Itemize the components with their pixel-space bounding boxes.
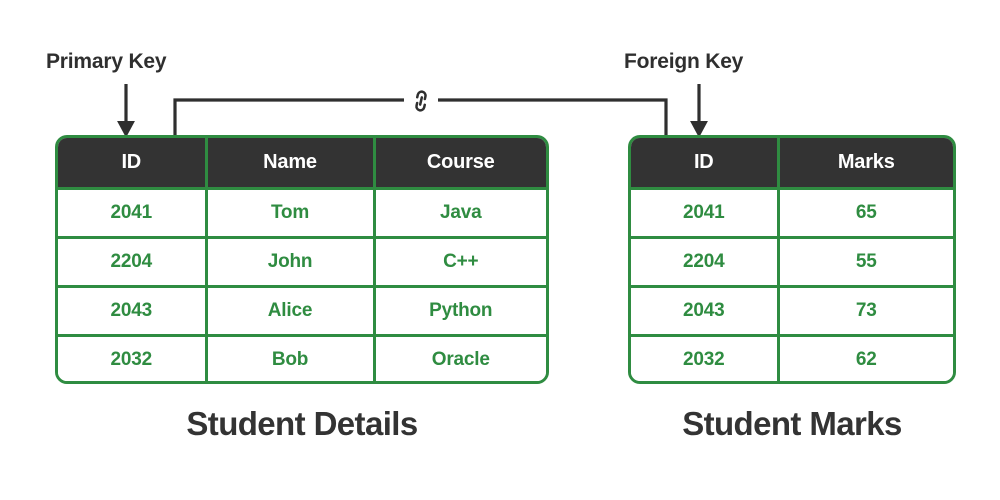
cell-id: 2043	[58, 286, 208, 337]
cell-id: 2032	[58, 335, 208, 381]
table-row: 2204 55	[631, 237, 953, 288]
table-header-row: ID Marks	[631, 138, 953, 190]
cell-id: 2041	[631, 188, 780, 239]
column-header-marks: Marks	[778, 138, 953, 190]
student-details-grid: ID Name Course 2041 Tom Java 2204 John C…	[58, 138, 546, 381]
cell-name: John	[206, 237, 376, 288]
table-row: 2041 Tom Java	[58, 188, 546, 239]
cell-course: Java	[374, 188, 546, 239]
column-header-course: Course	[374, 138, 546, 190]
student-marks-grid: ID Marks 2041 65 2204 55 2043 73 2	[631, 138, 953, 381]
cell-marks: 65	[778, 188, 953, 239]
cell-id: 2204	[631, 237, 780, 288]
cell-marks: 73	[778, 286, 953, 337]
cell-id: 2204	[58, 237, 208, 288]
table-row: 2041 65	[631, 188, 953, 239]
cell-name: Alice	[206, 286, 376, 337]
table-row: 2032 62	[631, 335, 953, 381]
foreign-key-label: Foreign Key	[624, 50, 744, 73]
cell-id: 2032	[631, 335, 780, 381]
cell-id: 2041	[58, 188, 208, 239]
column-header-id: ID	[58, 138, 208, 190]
caption-student-marks: Student Marks	[682, 405, 902, 442]
table-student-marks: ID Marks 2041 65 2204 55 2043 73 2	[628, 135, 956, 384]
caption-student-details: Student Details	[186, 405, 418, 442]
cell-course: Oracle	[374, 335, 546, 381]
table-student-details: ID Name Course 2041 Tom Java 2204 John C…	[55, 135, 549, 384]
cell-name: Tom	[206, 188, 376, 239]
cell-name: Bob	[206, 335, 376, 381]
cell-marks: 55	[778, 237, 953, 288]
table-row: 2043 Alice Python	[58, 286, 546, 337]
link-icon	[404, 86, 438, 116]
table-header-row: ID Name Course	[58, 138, 546, 190]
cell-course: Python	[374, 286, 546, 337]
primary-key-label: Primary Key	[46, 50, 167, 73]
table-row: 2032 Bob Oracle	[58, 335, 546, 381]
cell-course: C++	[374, 237, 546, 288]
table-row: 2043 73	[631, 286, 953, 337]
table-row: 2204 John C++	[58, 237, 546, 288]
cell-marks: 62	[778, 335, 953, 381]
cell-id: 2043	[631, 286, 780, 337]
column-header-name: Name	[206, 138, 376, 190]
column-header-id: ID	[631, 138, 780, 190]
